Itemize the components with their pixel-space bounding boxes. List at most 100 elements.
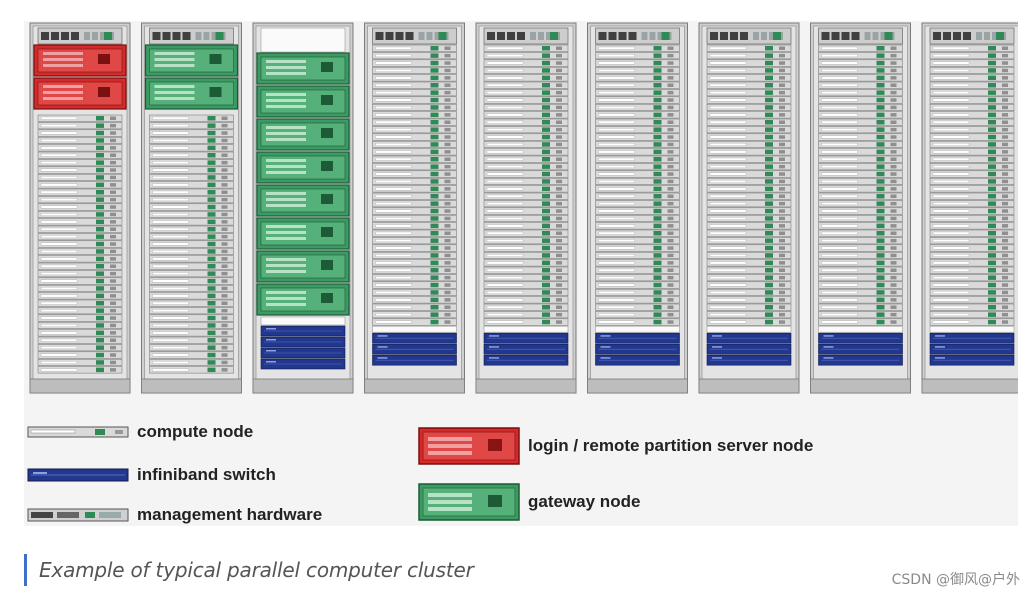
compute-node	[818, 148, 903, 156]
compute-node	[149, 129, 234, 137]
server-racks	[29, 22, 1018, 394]
compute-node	[706, 44, 792, 52]
compute-node	[37, 166, 123, 174]
compute-node	[37, 277, 123, 285]
compute-node	[149, 351, 234, 359]
blank-panel	[260, 316, 346, 326]
compute-node	[483, 140, 569, 148]
compute-node	[372, 222, 457, 230]
compute-node	[929, 140, 1015, 148]
compute-node	[483, 185, 569, 193]
compute-node	[818, 237, 903, 245]
compute-node	[372, 214, 457, 222]
compute-node	[595, 303, 680, 311]
compute-node	[149, 166, 234, 174]
compute-node	[818, 259, 903, 267]
compute-node	[37, 173, 123, 181]
compute-node	[595, 281, 680, 289]
compute-node	[929, 251, 1015, 259]
legend-compute-node: compute node	[27, 421, 253, 443]
compute-node	[929, 111, 1015, 119]
compute-node	[37, 210, 123, 218]
compute-node	[483, 111, 569, 119]
compute-node	[149, 196, 234, 204]
compute-node	[929, 200, 1015, 208]
compute-node	[818, 170, 903, 178]
compute-node	[149, 329, 234, 337]
compute-node	[595, 163, 680, 171]
compute-node	[37, 233, 123, 241]
compute-node	[818, 74, 903, 82]
legend-label-infiniband: infiniband switch	[137, 465, 276, 484]
compute-node	[372, 259, 457, 267]
rack-base	[141, 378, 242, 394]
legend-infiniband-switch: infiniband switch	[27, 464, 276, 486]
compute-node	[595, 207, 680, 215]
compute-node	[149, 307, 234, 315]
compute-node	[149, 240, 234, 248]
compute-node	[818, 192, 903, 200]
compute-node	[483, 103, 569, 111]
compute-node	[818, 244, 903, 252]
compute-node	[372, 89, 457, 97]
compute-node	[149, 336, 234, 344]
compute-node	[37, 247, 123, 255]
legend-label-gateway: gateway node	[528, 492, 641, 511]
compute-node	[929, 229, 1015, 237]
compute-node	[929, 163, 1015, 171]
gateway-node-icon	[418, 483, 520, 521]
compute-node	[595, 177, 680, 185]
compute-node	[929, 66, 1015, 74]
compute-node	[706, 133, 792, 141]
compute-node	[149, 159, 234, 167]
compute-node	[929, 59, 1015, 67]
compute-node	[929, 74, 1015, 82]
compute-node	[149, 358, 234, 366]
compute-node	[706, 148, 792, 156]
compute-node	[595, 222, 680, 230]
compute-node	[483, 237, 569, 245]
compute-node	[149, 233, 234, 241]
compute-node	[372, 311, 457, 319]
compute-node	[818, 288, 903, 296]
compute-node	[372, 96, 457, 104]
compute-node	[483, 281, 569, 289]
compute-node	[595, 251, 680, 259]
rack-base	[252, 378, 354, 394]
compute-node	[706, 177, 792, 185]
rack-2	[141, 22, 242, 394]
rack-8	[810, 22, 911, 394]
compute-node	[483, 52, 569, 60]
compute-node	[706, 222, 792, 230]
compute-node	[372, 318, 457, 326]
compute-node	[929, 89, 1015, 97]
compute-node	[372, 133, 457, 141]
compute-node	[818, 59, 903, 67]
compute-node	[595, 44, 680, 52]
compute-node	[818, 185, 903, 193]
compute-node	[372, 163, 457, 171]
compute-node	[818, 214, 903, 222]
compute-node	[372, 177, 457, 185]
blank-panel	[818, 325, 903, 333]
compute-node	[372, 111, 457, 119]
compute-node	[149, 188, 234, 196]
compute-node	[149, 151, 234, 159]
compute-node	[483, 126, 569, 134]
compute-node	[595, 266, 680, 274]
compute-node	[372, 281, 457, 289]
compute-node	[149, 344, 234, 352]
compute-node	[372, 74, 457, 82]
compute-node	[372, 170, 457, 178]
compute-node	[818, 281, 903, 289]
compute-node	[706, 74, 792, 82]
compute-node	[706, 96, 792, 104]
rack-base	[587, 378, 688, 394]
compute-node	[483, 311, 569, 319]
compute-node	[149, 366, 234, 374]
compute-node	[483, 288, 569, 296]
compute-node	[818, 251, 903, 259]
compute-node	[706, 259, 792, 267]
compute-node	[706, 214, 792, 222]
compute-node	[706, 200, 792, 208]
